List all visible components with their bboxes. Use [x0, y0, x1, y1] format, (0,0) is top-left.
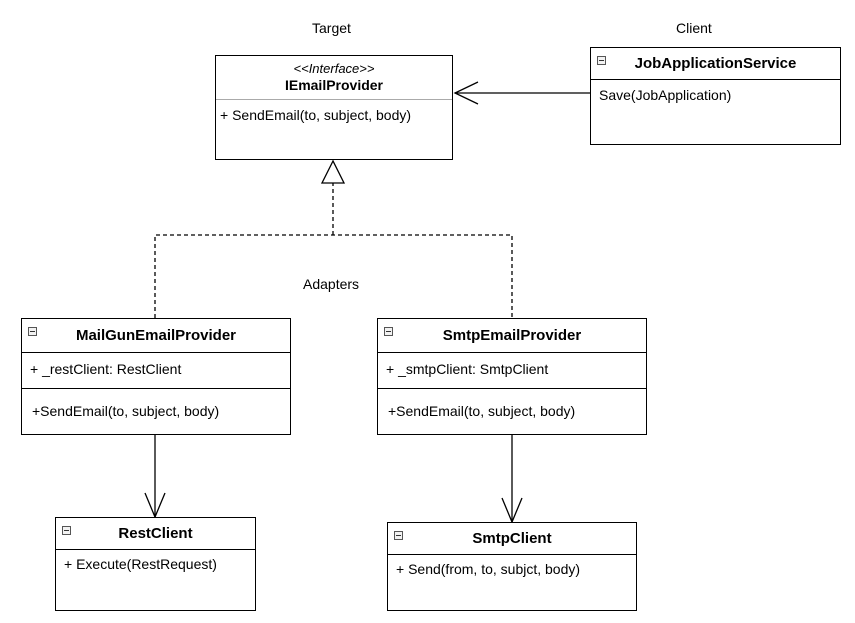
class-jobapplicationservice[interactable]: JobApplicationService Save(JobApplicatio… — [590, 47, 841, 145]
open-arrowhead-client — [453, 81, 479, 105]
class-header: SmtpEmailProvider — [378, 319, 646, 353]
method-item: +SendEmail(to, subject, body) — [388, 403, 576, 419]
class-restclient[interactable]: RestClient + Execute(RestRequest) — [55, 517, 256, 611]
target-label: Target — [312, 20, 351, 36]
class-name: SmtpClient — [472, 530, 552, 547]
class-header: JobApplicationService — [591, 48, 840, 80]
class-header: SmtpClient — [388, 523, 636, 555]
method-item: + Execute(RestRequest) — [64, 556, 217, 572]
field-item: + _restClient: RestClient — [22, 353, 290, 389]
class-name: RestClient — [118, 525, 193, 542]
class-name: MailGunEmailProvider — [75, 327, 237, 344]
collapse-icon[interactable] — [394, 531, 403, 540]
hollow-triangle-arrowhead — [320, 159, 346, 184]
class-name: JobApplicationService — [634, 55, 797, 72]
method-item: Save(JobApplication) — [599, 87, 732, 103]
class-header: MailGunEmailProvider — [22, 319, 290, 353]
method-item: + SendEmail(to, subject, body) — [220, 107, 412, 123]
collapse-icon[interactable] — [62, 526, 71, 535]
divider — [216, 99, 452, 100]
stereotype-label: <<Interface>> — [293, 61, 375, 76]
interface-iemailprovider[interactable]: <<Interface>> IEmailProvider + SendEmail… — [215, 55, 453, 160]
collapse-icon[interactable] — [597, 56, 606, 65]
field-item: + _smtpClient: SmtpClient — [378, 353, 646, 389]
class-name: SmtpEmailProvider — [442, 327, 582, 344]
collapse-icon[interactable] — [28, 327, 37, 336]
class-smtpemailprovider[interactable]: SmtpEmailProvider + _smtpClient: SmtpCli… — [377, 318, 647, 435]
collapse-icon[interactable] — [384, 327, 393, 336]
class-smtpclient[interactable]: SmtpClient + Send(from, to, subjct, body… — [387, 522, 637, 611]
interface-name: IEmailProvider — [284, 77, 384, 93]
method-item: +SendEmail(to, subject, body) — [32, 403, 220, 419]
class-header: RestClient — [56, 518, 255, 550]
method-item: + Send(from, to, subjct, body) — [396, 561, 581, 577]
class-mailgunemailprovider[interactable]: MailGunEmailProvider + _restClient: Rest… — [21, 318, 291, 435]
client-label: Client — [676, 20, 712, 36]
adapters-label: Adapters — [303, 276, 360, 292]
